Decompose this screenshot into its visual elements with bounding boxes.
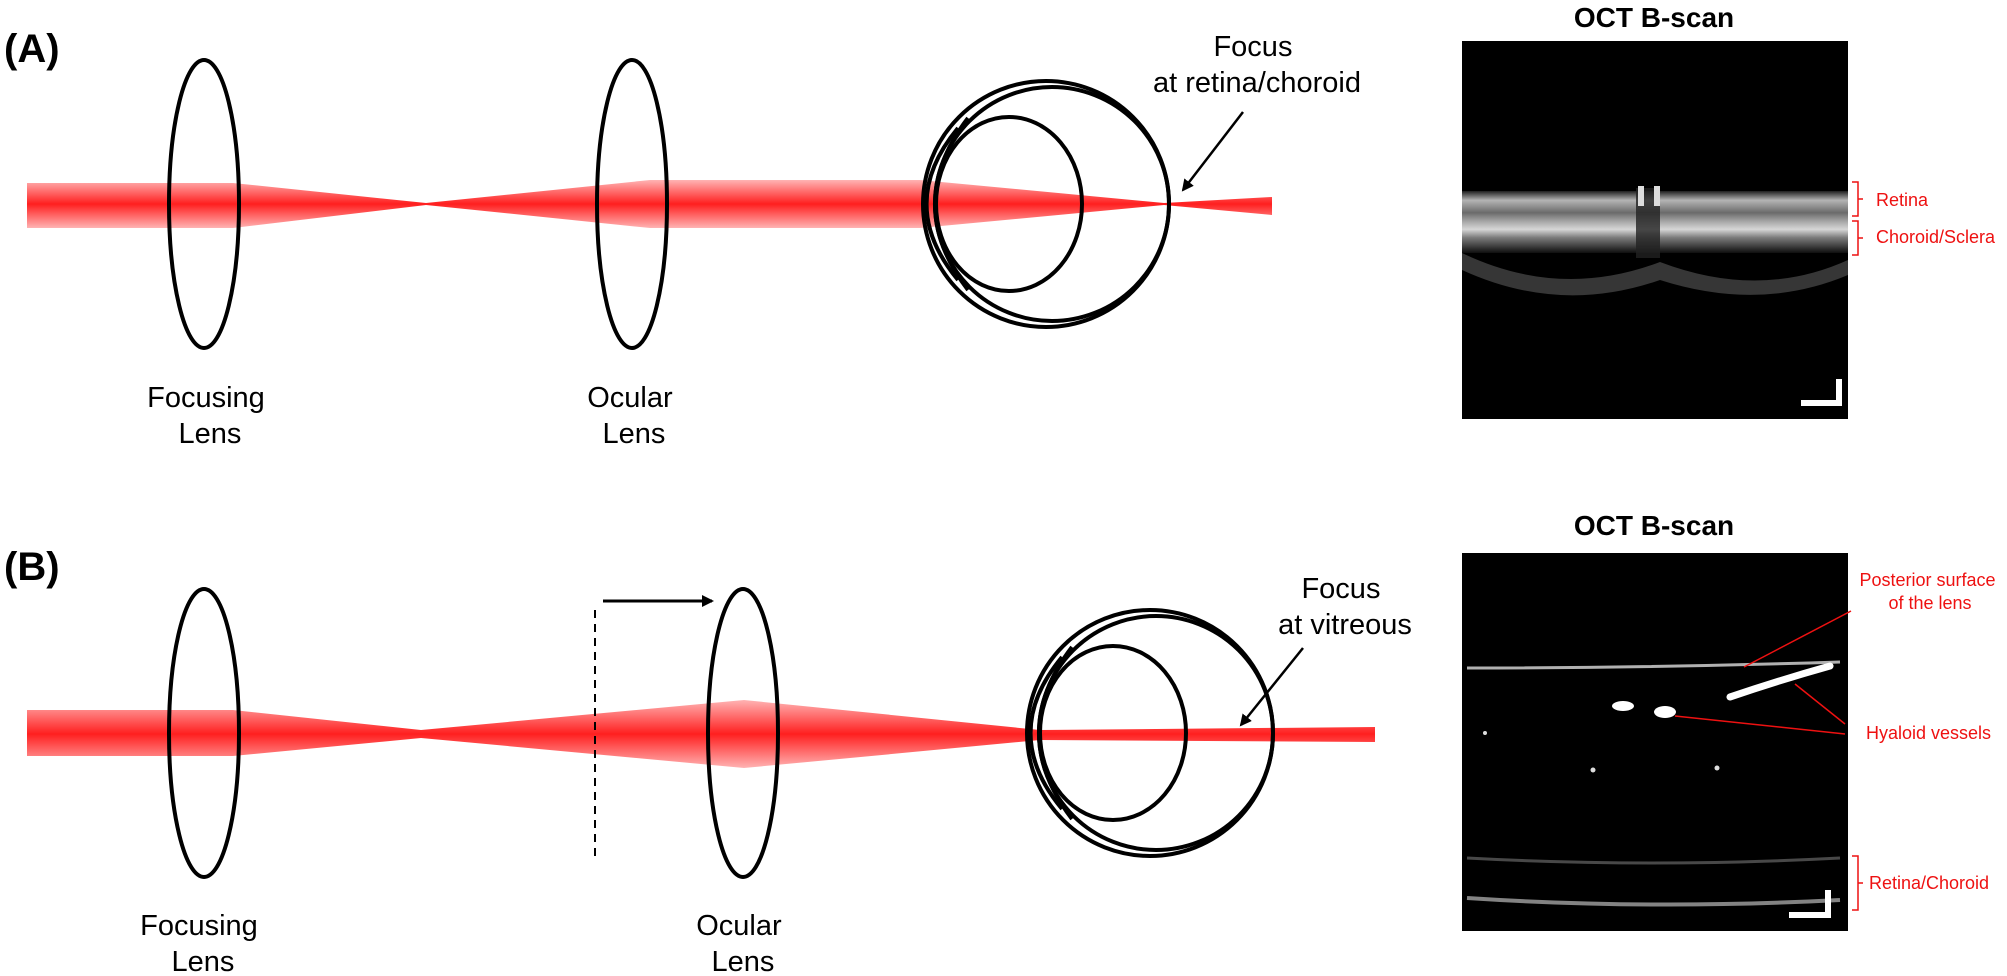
panel-a: (A) Focusing Lens Ocular Lens Focus — [4, 2, 1996, 450]
panel-a-choroid-label: Choroid/Sclera — [1876, 227, 1996, 247]
panel-b-ocular-lens — [706, 587, 780, 879]
panel-b-focusing-lens-label: Focusing Lens — [140, 910, 266, 976]
panel-b-scale-bar — [1789, 890, 1831, 918]
panel-b-lens-surface-leader — [1743, 610, 1852, 668]
panel-a-choroid-bracket — [1852, 220, 1863, 256]
panel-a-ocular-lens-label: Ocular Lens — [587, 382, 680, 450]
panel-b-eye — [1025, 608, 1275, 858]
panel-a-scale-bar — [1801, 379, 1842, 406]
panel-b: (B) Focusing Lens Ocular Lens — [4, 510, 2000, 976]
panel-a-focus-label: Focus at retina/choroid — [1153, 31, 1361, 99]
panel-a-focusing-lens — [167, 58, 241, 350]
panel-b-scan-title: OCT B-scan — [1574, 510, 1734, 541]
panel-a-beam — [27, 180, 1272, 228]
panel-a-scan-title: OCT B-scan — [1574, 2, 1734, 33]
panel-b-oct-bscan — [1462, 553, 1848, 931]
panel-b-lens-surface-label: Posterior surface of the lens — [1859, 570, 2000, 613]
panel-a-retina-bracket — [1852, 181, 1863, 217]
panel-b-vessels-label: Hyaloid vessels — [1866, 723, 1991, 743]
panel-a-eye — [921, 79, 1171, 329]
panel-b-beam — [27, 700, 1375, 768]
panel-b-ocular-lens-label: Ocular Lens — [696, 910, 789, 976]
panel-a-letter: (A) — [4, 27, 60, 71]
panel-b-fundus-bracket — [1852, 855, 1863, 911]
panel-b-vessels-leader-2 — [1674, 715, 1846, 735]
panel-b-focusing-lens — [167, 587, 241, 879]
panel-a-oct-bscan — [1462, 41, 1848, 419]
panel-b-vessels-leader-1 — [1794, 683, 1846, 725]
panel-b-focus-label: Focus at vitreous — [1278, 573, 1412, 641]
panel-a-retina-label: Retina — [1876, 190, 1929, 210]
panel-b-fundus-label: Retina/Choroid — [1869, 873, 1989, 893]
panel-b-focus-arrow — [1239, 647, 1304, 727]
panel-b-letter: (B) — [4, 545, 60, 589]
panel-a-focusing-lens-label: Focusing Lens — [147, 382, 273, 450]
panel-a-focus-arrow — [1181, 111, 1244, 192]
panel-a-ocular-lens — [595, 58, 669, 350]
